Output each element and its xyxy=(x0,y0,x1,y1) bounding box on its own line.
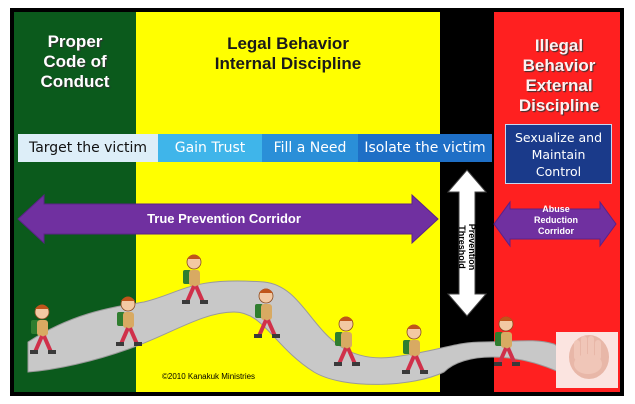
step-isolate: Isolate the victim xyxy=(358,134,492,162)
diagram-graphics xyxy=(17,169,618,388)
abuse-reduction-arrow xyxy=(493,200,617,248)
step-fill-need: Fill a Need xyxy=(262,134,358,162)
step-target: Target the victim xyxy=(18,134,158,162)
walking-boy-6 xyxy=(402,324,428,374)
hand-stop-photo xyxy=(556,332,618,388)
walking-boy-3 xyxy=(182,254,208,304)
illegal-band xyxy=(494,12,620,392)
conduct-header: Proper Code of Conduct xyxy=(40,32,110,91)
walking-boy-5 xyxy=(334,316,360,366)
prevention-corridor-label: True Prevention Corridor xyxy=(147,211,301,226)
threshold-arrow xyxy=(446,169,488,317)
step-sexualize: Sexualize and Maintain Control xyxy=(505,124,612,184)
walking-boy-1 xyxy=(30,304,56,354)
copyright-text: ©2010 Kanakuk Ministries xyxy=(162,372,256,381)
walking-boy-2 xyxy=(116,296,142,346)
prevention-corridor-arrow xyxy=(17,193,439,245)
walking-boy-4 xyxy=(254,288,280,338)
step-gain-trust: Gain Trust xyxy=(158,134,262,162)
walking-boy-7 xyxy=(494,316,520,366)
illegal-header: Illegal Behavior External Discipline xyxy=(518,36,600,115)
legal-header: Legal Behavior Internal Discipline xyxy=(214,34,362,73)
abuse-reduction-label: Abuse Reduction Corridor xyxy=(534,204,578,236)
diagram-slide: Proper Code of Conduct Legal Behavior In… xyxy=(10,8,624,396)
prevention-threshold-label: Prevention Threshold xyxy=(457,223,477,271)
walking-path xyxy=(27,280,575,385)
